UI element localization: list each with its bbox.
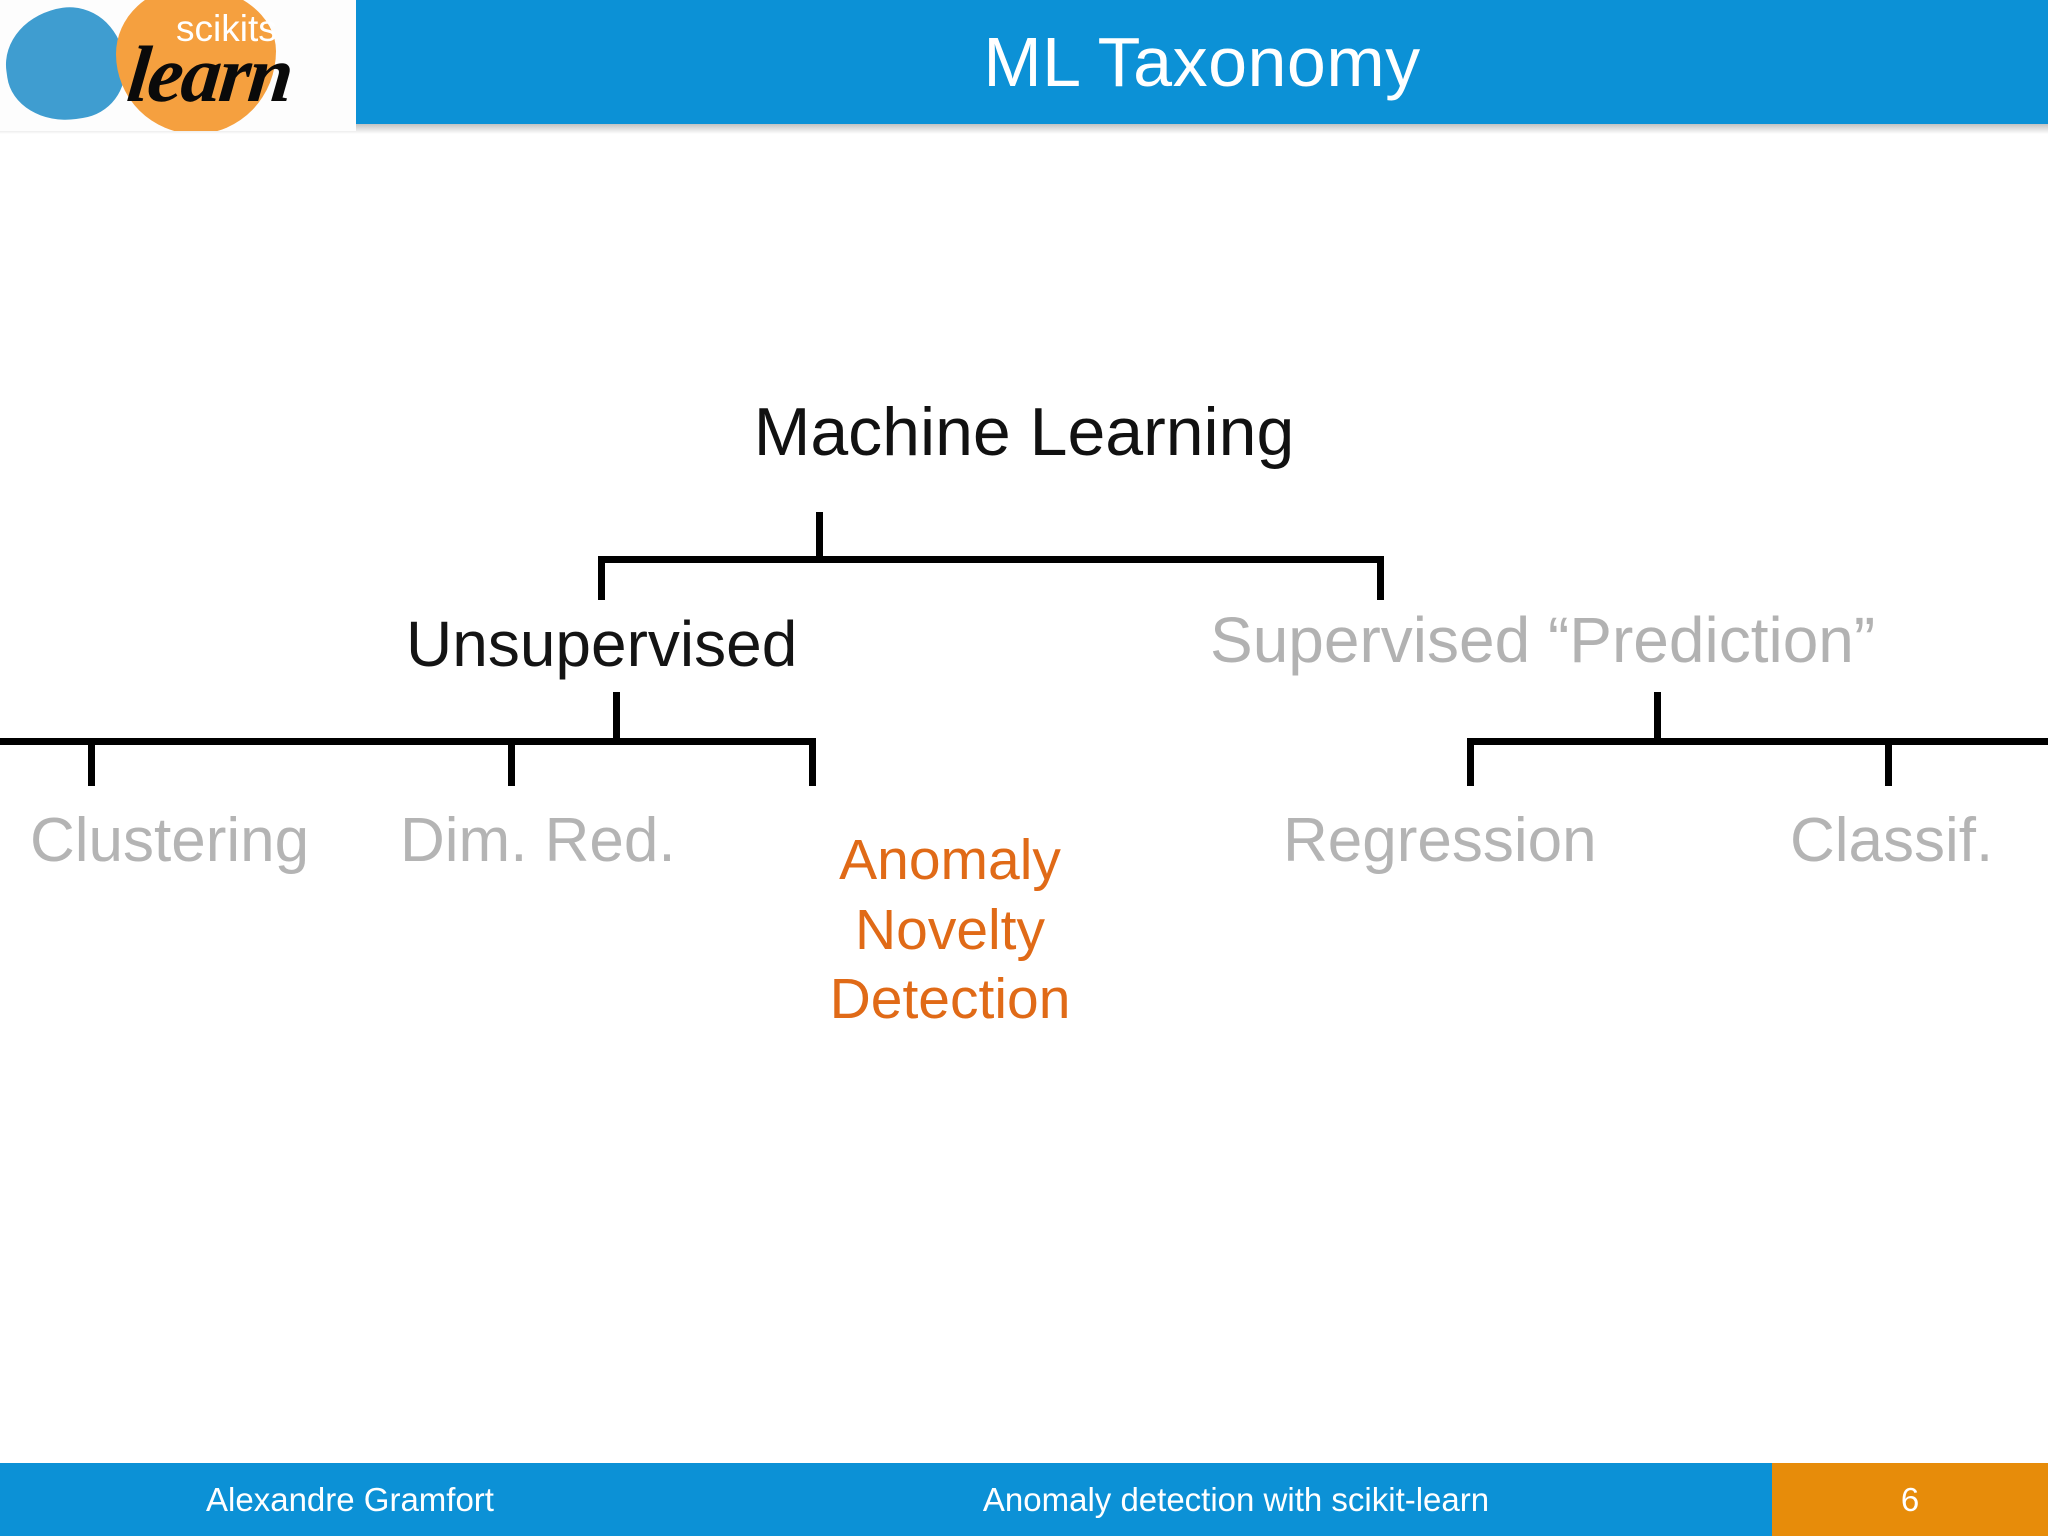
connector-drop-clustering [88,738,95,786]
footer-bar [0,1463,2048,1536]
connector-drop-dim-red [508,738,515,786]
footer-page-box: 6 [1772,1463,2048,1536]
connector-level3-left-bar [0,738,816,745]
connector-drop-regression [1467,738,1474,786]
logo-scikits-text: scikits [176,8,277,49]
connector-drop-classif [1885,738,1892,786]
tree-node-anomaly-novelty-detection: Anomaly Novelty Detection [740,826,1160,1035]
logo-learn-text: learn [123,31,297,119]
footer-author: Alexandre Gramfort [206,1480,494,1518]
connector-drop-anomaly [809,738,816,786]
tree-node-supervised: Supervised “Prediction” [1210,604,1876,676]
logo-blue-blob-icon [0,0,132,128]
tree-node-clustering: Clustering [30,806,310,875]
header-shadow [0,124,2048,134]
tree-node-classif: Classif. [1790,806,1994,875]
connector-drop-unsupervised [598,556,605,600]
logo-orange-blob-icon [116,0,276,131]
tree-node-unsupervised: Unsupervised [406,608,798,680]
connector-unsupervised-stem [613,692,620,742]
anomaly-line-1: Anomaly [839,828,1061,892]
slide-title: ML Taxonomy [983,23,1421,101]
tree-node-regression: Regression [1283,806,1597,875]
connector-level2-bar [598,556,1384,563]
footer-subject: Anomaly detection with scikit-learn [982,1480,1490,1518]
connector-root-stem [816,512,823,562]
connector-drop-supervised [1377,556,1384,600]
tree-node-dim-red: Dim. Red. [400,806,676,875]
tree-node-machine-learning: Machine Learning [753,394,1295,470]
anomaly-line-3: Detection [829,967,1071,1032]
connector-supervised-stem [1654,692,1661,742]
connector-level3-right-bar [1467,738,2048,745]
anomaly-line-2: Novelty [854,897,1046,962]
footer-page-number: 6 [1900,1480,1920,1518]
scikit-learn-logo: scikits learn [0,0,356,131]
